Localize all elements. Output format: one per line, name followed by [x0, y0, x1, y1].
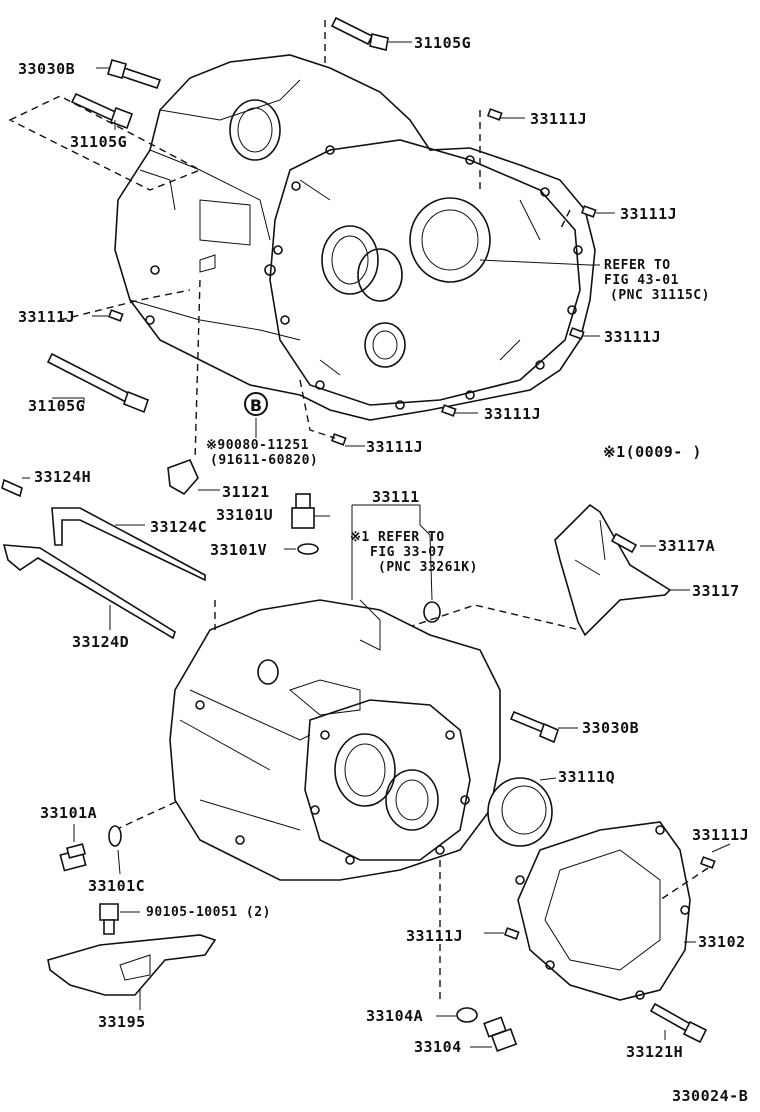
label-31105g-left: 31105G: [70, 133, 128, 151]
pins-upper: [107, 108, 597, 446]
label-refer-1: ※1 REFER TO: [350, 530, 445, 545]
label-31121: 31121: [222, 483, 270, 501]
label-33117: 33117: [692, 582, 740, 600]
bracket-33124c: [51, 507, 206, 582]
label-33195: 33195: [98, 1013, 146, 1031]
ring-33104a: [436, 1007, 478, 1023]
label-33124d: 33124D: [72, 633, 130, 651]
pin-lower-right: [484, 843, 731, 940]
label-33124c: 33124C: [150, 518, 208, 536]
label-33101c: 33101C: [88, 877, 146, 895]
label-pnc-33261k: (PNC 33261K): [378, 560, 478, 575]
bolt-90105: [99, 903, 140, 935]
ring-33101c: [108, 825, 122, 875]
label-90080: ※90080-11251: [206, 438, 309, 453]
label-31105g-top: 31105G: [414, 34, 472, 52]
cover-33102: [515, 821, 696, 1001]
label-refer-to: REFER TO: [604, 258, 671, 273]
reference-circle-b: B: [244, 392, 268, 416]
label-fig-33: FIG 33-07: [370, 545, 445, 560]
label-33111j-f: 33111J: [692, 826, 750, 844]
label-33102: 33102: [698, 933, 746, 951]
bearing-33261k: [419, 524, 441, 623]
cover-33195: [47, 934, 217, 1010]
ring-33101v: [284, 543, 319, 555]
label-33111j-d: 33111J: [484, 405, 542, 423]
upper-transaxle-case: [114, 54, 596, 421]
bolt-31105g-bottom: [46, 352, 149, 414]
upper-leaders: [52, 41, 615, 447]
label-33111j-c: 33111J: [604, 328, 662, 346]
bolt-33124h: [1, 477, 30, 498]
seal-31121: [167, 458, 220, 496]
plug-33101a: [59, 824, 87, 872]
label-33111j-left: 33111J: [18, 308, 76, 326]
bolt-31105g-left: [70, 92, 134, 130]
plug-33104: [470, 1016, 518, 1052]
label-pnc-31115c: (PNC 31115C): [610, 288, 710, 303]
bracket-33124d: [2, 544, 176, 640]
upper-guide-lines: [8, 20, 571, 461]
bolt-33030b-mid: [509, 710, 578, 744]
label-91611: (91611-60820): [210, 453, 319, 468]
bolt-33121h: [649, 1002, 708, 1044]
label-90105: 90105-10051 (2): [146, 905, 271, 920]
label-33111j-b: 33111J: [620, 205, 678, 223]
label-33111: 33111: [372, 488, 420, 506]
lower-guide-lines: [114, 600, 441, 1000]
label-33121h: 33121H: [626, 1043, 684, 1061]
label-33030b-mid: 33030B: [582, 719, 640, 737]
label-33111q: 33111Q: [558, 768, 616, 786]
lower-transaxle-case: [169, 599, 501, 881]
bracket-33117: [554, 503, 690, 637]
label-33101a: 33101A: [40, 804, 98, 822]
plug-33101u: [291, 493, 330, 529]
label-reference-code: 330024-B: [672, 1087, 749, 1105]
bracket-leader-33111: [351, 504, 581, 636]
label-33111j-a: 33111J: [530, 110, 588, 128]
label-33030b-top: 33030B: [18, 60, 76, 78]
bolt-31105g-top: [330, 16, 389, 51]
label-fig-43: FIG 43-01: [604, 273, 679, 288]
seal-33111q: [487, 777, 557, 847]
label-31105g-bottom: 31105G: [28, 397, 86, 415]
label-33111j-g: 33111J: [406, 927, 464, 945]
label-33104: 33104: [414, 1038, 462, 1056]
label-note-1: ※1(0009- ): [603, 443, 702, 461]
bolt-33030b-top: [107, 59, 162, 90]
label-33101u: 33101U: [216, 506, 274, 524]
label-33101v: 33101V: [210, 541, 268, 559]
label-33117a: 33117A: [658, 537, 716, 555]
label-33104a: 33104A: [366, 1007, 424, 1025]
label-33124h: 33124H: [34, 468, 92, 486]
label-33111j-e: 33111J: [366, 438, 424, 456]
